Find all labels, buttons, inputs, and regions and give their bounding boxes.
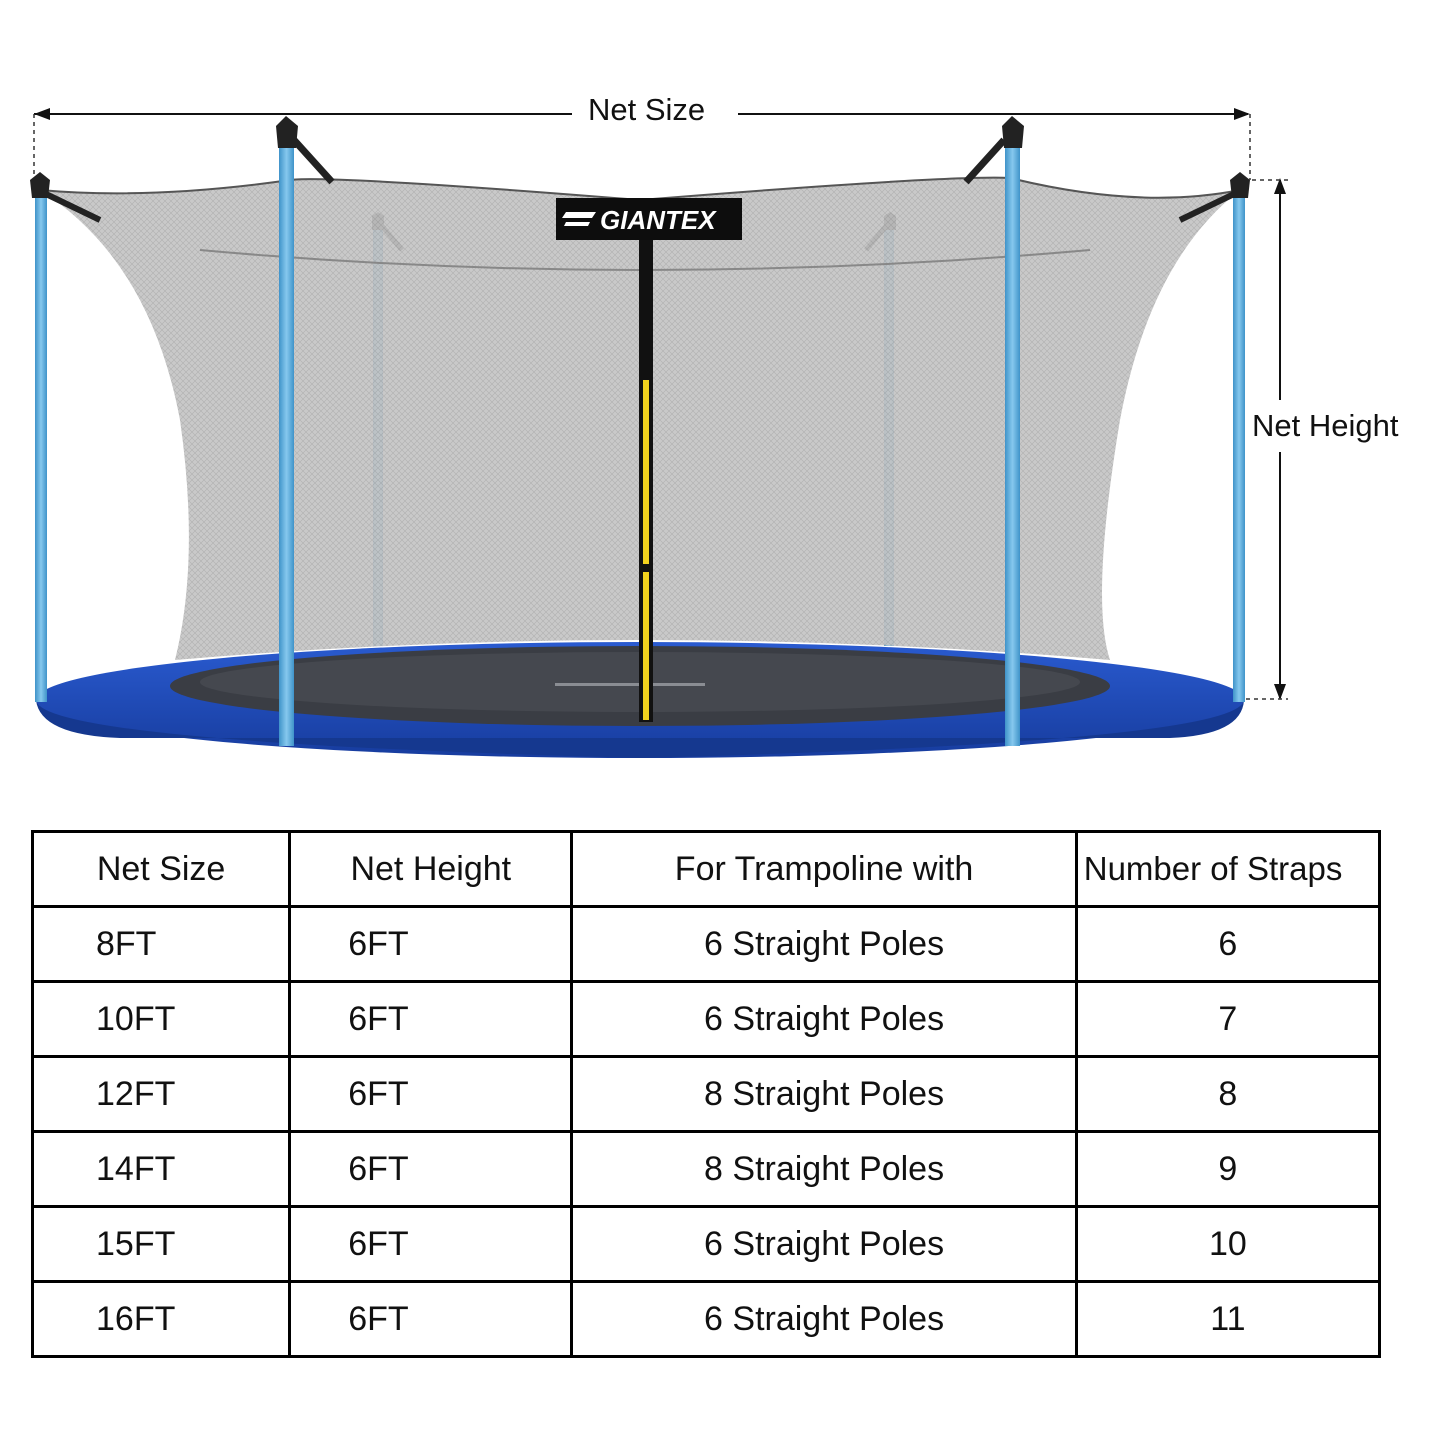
cell-straps: 7 xyxy=(1074,980,1382,1058)
pole xyxy=(1233,190,1245,702)
net-height-dimension xyxy=(1238,178,1288,700)
cell-poles: 6 Straight Poles xyxy=(570,905,1078,983)
pole xyxy=(1005,140,1020,746)
cell-net-size: 10FT xyxy=(30,980,292,1058)
trampoline-illustration: GIANTEX xyxy=(30,108,1288,758)
header-net-height: Net Height xyxy=(288,830,574,908)
cell-poles: 8 Straight Poles xyxy=(570,1055,1078,1133)
cell-straps: 10 xyxy=(1074,1205,1382,1283)
cell-net-size: 16FT xyxy=(30,1280,292,1358)
header-number-of-straps: Number of Straps xyxy=(1074,830,1382,908)
net-size-label: Net Size xyxy=(572,92,722,128)
cell-net-height: 6FT xyxy=(288,905,574,983)
cell-net-size: 14FT xyxy=(30,1130,292,1208)
arrow-up-icon xyxy=(1274,178,1286,194)
cell-net-height: 6FT xyxy=(288,1280,574,1358)
cell-net-height: 6FT xyxy=(288,1130,574,1208)
header-net-size: Net Size xyxy=(30,830,292,908)
cell-straps: 8 xyxy=(1074,1055,1382,1133)
net-size-dimension xyxy=(33,108,1251,180)
size-spec-table: Net Size Net Height For Trampoline with … xyxy=(30,830,1382,1358)
cell-poles: 6 Straight Poles xyxy=(570,980,1078,1058)
trampoline-net-figure: GIANTEX Net Size Net Height xyxy=(30,92,1399,758)
arrow-right-icon xyxy=(1234,108,1250,120)
cell-poles: 8 Straight Poles xyxy=(570,1130,1078,1208)
cell-net-size: 15FT xyxy=(30,1205,292,1283)
front-poles xyxy=(30,116,1250,746)
cell-net-height: 6FT xyxy=(288,980,574,1058)
cell-straps: 6 xyxy=(1074,905,1382,983)
arrow-left-icon xyxy=(34,108,50,120)
header-trampoline-poles: For Trampoline with xyxy=(570,830,1078,908)
cell-net-height: 6FT xyxy=(288,1055,574,1133)
pole xyxy=(35,190,47,702)
pole xyxy=(279,140,294,746)
svg-text:GIANTEX: GIANTEX xyxy=(600,205,717,235)
cell-straps: 11 xyxy=(1074,1280,1382,1358)
cell-net-height: 6FT xyxy=(288,1205,574,1283)
cell-straps: 9 xyxy=(1074,1130,1382,1208)
cell-poles: 6 Straight Poles xyxy=(570,1205,1078,1283)
giantex-logo: GIANTEX xyxy=(556,198,742,240)
net-zipper xyxy=(639,236,653,722)
cell-poles: 6 Straight Poles xyxy=(570,1280,1078,1358)
table-header-row: Net Size Net Height For Trampoline with … xyxy=(30,830,1382,908)
cell-net-size: 12FT xyxy=(30,1055,292,1133)
cell-net-size: 8FT xyxy=(30,905,292,983)
net-height-label: Net Height xyxy=(1252,404,1399,448)
arrow-down-icon xyxy=(1274,684,1286,700)
